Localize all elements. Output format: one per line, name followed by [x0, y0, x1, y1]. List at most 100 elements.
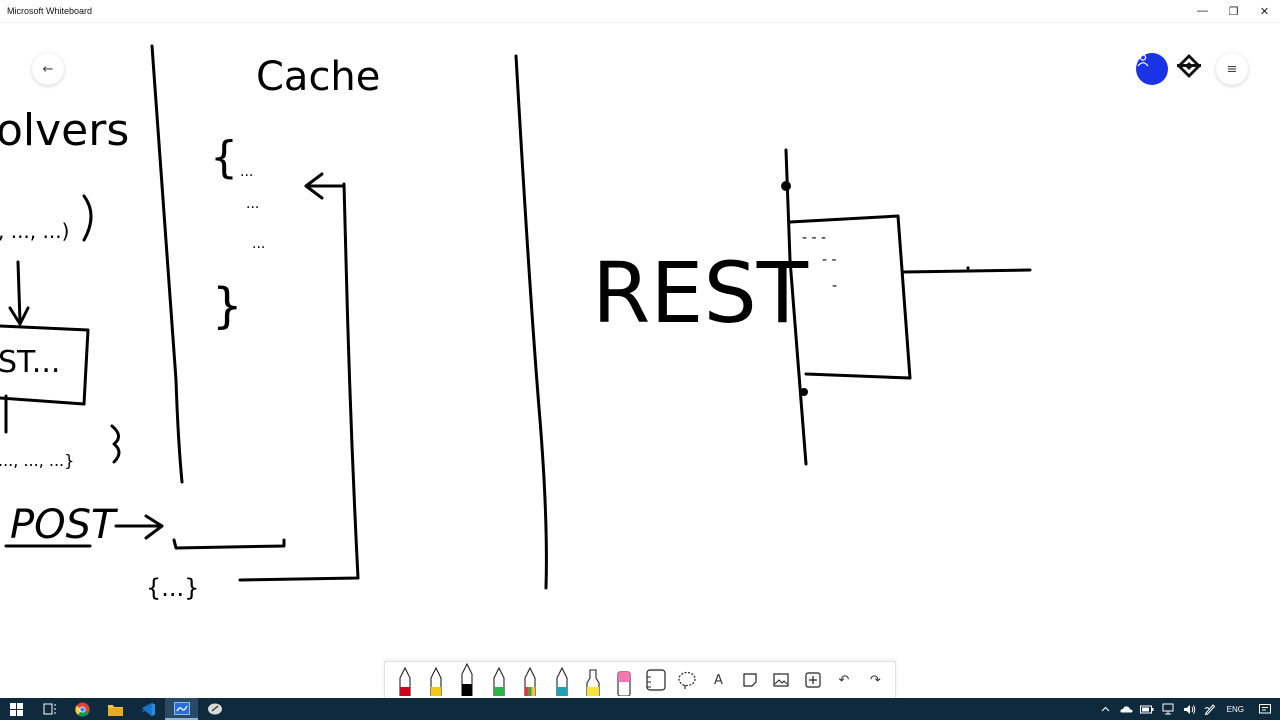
cache-ellipsis-1: ... [240, 164, 253, 180]
start-button[interactable] [0, 698, 33, 720]
menu-button[interactable]: ≡ [1216, 53, 1248, 85]
taskbar: ENG [0, 698, 1280, 720]
highlighter-icon [586, 669, 600, 696]
cache-close-brace: } [212, 278, 243, 334]
cache-open-brace: { [210, 132, 238, 183]
image-icon [769, 668, 793, 692]
system-tray: ENG [1095, 698, 1280, 720]
onedrive-icon[interactable] [1116, 698, 1137, 720]
left-box-text: ST... [0, 345, 60, 380]
pen-icon [524, 666, 536, 696]
divider-right [514, 54, 548, 590]
pen-workspace-icon[interactable] [1200, 698, 1221, 720]
left-box [0, 324, 90, 406]
rest-box [788, 214, 912, 380]
window-title: Microsoft Whiteboard [7, 6, 93, 16]
ink-layer: olvers , ..., ...) ST... ..., ..., ...} … [0, 44, 1032, 602]
rest-box-line-3: - [832, 278, 837, 294]
network-icon[interactable] [1158, 698, 1179, 720]
snip-icon [207, 703, 222, 715]
avatar-logo-icon [1177, 54, 1201, 78]
sticky-note-icon [738, 668, 762, 692]
eraser-icon [617, 671, 631, 696]
whiteboard-taskbar-item[interactable] [165, 698, 198, 720]
chrome-taskbar-item[interactable] [66, 698, 99, 720]
whiteboard-icon [173, 701, 190, 715]
eraser-tool[interactable] [610, 664, 638, 696]
cache-ellipsis-3: ... [252, 236, 265, 252]
notification-icon[interactable] [1250, 698, 1280, 720]
add-box-icon [801, 668, 825, 692]
arrow-down-head [8, 306, 30, 326]
chrome-icon [75, 701, 90, 717]
cache-ellipsis-2: ... [246, 196, 259, 212]
windows-logo-icon [10, 702, 23, 716]
ruler-tool[interactable] [642, 664, 670, 696]
note-tool[interactable] [736, 664, 764, 696]
app-taskbar-item[interactable] [198, 698, 231, 720]
pen-red-tool[interactable] [391, 664, 419, 696]
post-label: POST [10, 502, 119, 548]
ink-toolbar: A ↶ ↷ [384, 661, 896, 698]
back-arrow-icon: ← [42, 61, 54, 77]
undo-button[interactable]: ↶ [830, 664, 858, 696]
rest-box-line-1: - - - [802, 230, 826, 246]
pen-yellow-tool[interactable] [422, 664, 450, 696]
lasso-tool[interactable] [673, 664, 701, 696]
cursor-dot [966, 266, 970, 270]
pen-teal-tool[interactable] [548, 664, 576, 696]
battery-icon[interactable] [1137, 698, 1158, 720]
pen-green-tool[interactable] [485, 664, 513, 696]
share-button[interactable] [1136, 53, 1168, 85]
pen-rainbow-tool[interactable] [516, 664, 544, 696]
vscode-icon [141, 702, 156, 716]
restore-button[interactable]: ❐ [1228, 5, 1239, 18]
pen-icon [461, 662, 473, 696]
highlighter-tool[interactable] [579, 664, 607, 696]
left-row-brace [110, 424, 121, 464]
arrow-down-stroke [16, 260, 22, 324]
close-button[interactable]: ✕ [1259, 5, 1270, 18]
language-indicator[interactable]: ENG [1226, 704, 1244, 714]
back-button[interactable]: ← [32, 53, 64, 85]
rest-outgoing-line [902, 268, 1032, 274]
title-bar: Microsoft Whiteboard — ❐ ✕ [0, 0, 1280, 23]
resolver-args: , ..., ...) [0, 219, 69, 243]
task-view-button[interactable] [33, 698, 66, 720]
folder-icon [108, 704, 123, 716]
vscode-taskbar-item[interactable] [132, 698, 165, 720]
cache-title: Cache [256, 54, 380, 100]
whiteboard-canvas[interactable]: olvers , ..., ...) ST... ..., ..., ...} … [0, 22, 1280, 698]
file-explorer-taskbar-item[interactable] [99, 698, 132, 720]
pen-icon [556, 666, 568, 696]
text-icon: A [713, 672, 723, 688]
bottom-object: {...} [146, 574, 199, 602]
paren-stroke [82, 194, 93, 242]
rest-box-line-2: - - [822, 252, 837, 268]
text-tool[interactable]: A [704, 664, 732, 696]
person-icon [1137, 54, 1149, 67]
pen-icon [493, 666, 505, 696]
insert-tool[interactable] [799, 664, 827, 696]
rest-bottom-dot [800, 388, 808, 396]
post-arrow-head [144, 514, 164, 540]
redo-button[interactable]: ↷ [861, 664, 889, 696]
image-tool[interactable] [767, 664, 795, 696]
divider-left [150, 44, 184, 484]
chevron-up-icon[interactable] [1095, 698, 1116, 720]
pen-black-tool[interactable] [453, 662, 481, 696]
lasso-icon [675, 668, 699, 692]
task-view-icon [43, 703, 56, 715]
resolvers-heading: olvers [0, 105, 129, 156]
volume-icon[interactable] [1179, 698, 1200, 720]
ruler-icon [644, 668, 668, 692]
hamburger-icon: ≡ [1226, 61, 1238, 77]
rest-label: REST [592, 244, 809, 342]
post-target-line [172, 538, 286, 550]
undo-icon: ↶ [838, 672, 850, 688]
minimize-button[interactable]: — [1197, 5, 1208, 17]
window-controls: — ❐ ✕ [1187, 0, 1280, 22]
user-avatar[interactable] [1176, 53, 1208, 85]
pen-icon [430, 666, 442, 696]
cache-arrow-head [304, 172, 324, 200]
